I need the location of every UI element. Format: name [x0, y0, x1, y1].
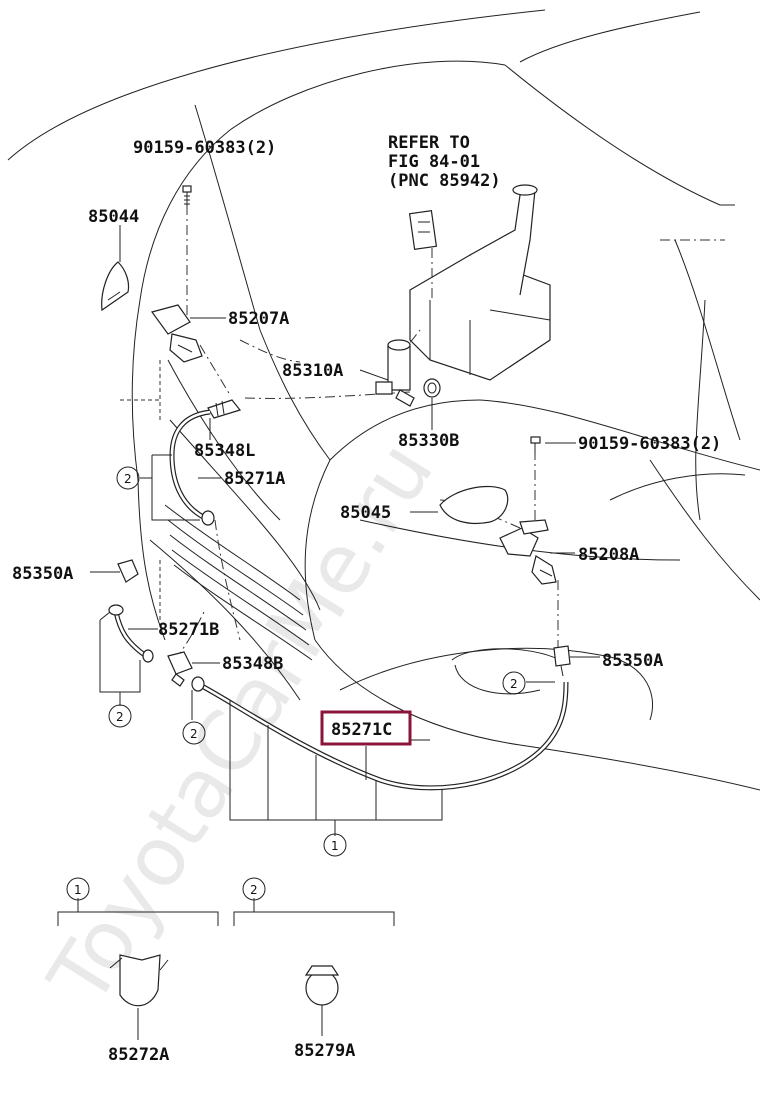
part-85045-cover[interactable] — [439, 485, 509, 525]
label-90159-upper: 90159-60383(2) — [133, 138, 276, 158]
label-leaders — [90, 225, 600, 780]
callout-1-bottom: 1 — [323, 833, 347, 857]
svg-text:2: 2 — [250, 883, 258, 897]
label-85271A[interactable]: 85271A — [224, 469, 285, 489]
label-85279A[interactable]: 85279A — [294, 1041, 355, 1061]
part-85271B-hose[interactable] — [99, 604, 154, 706]
part-85271C-hose[interactable] — [191, 676, 569, 836]
part-85271A-hose[interactable] — [169, 409, 215, 526]
label-85310A[interactable]: 85310A — [282, 361, 343, 381]
svg-text:1: 1 — [74, 883, 82, 897]
label-85044[interactable]: 85044 — [88, 207, 139, 227]
refer-note-line3: (PNC 85942) — [388, 171, 501, 191]
label-85350A-right[interactable]: 85350A — [602, 651, 663, 671]
refer-note-line1: REFER TO — [388, 133, 470, 153]
washer-tank — [409, 184, 551, 381]
bolt-90159-right[interactable] — [530, 436, 541, 455]
legend-callout-1: 1 — [66, 877, 90, 901]
part-85207A-nozzle[interactable] — [151, 304, 203, 363]
part-85279A-clamp[interactable] — [304, 965, 340, 1036]
label-85271C[interactable]: 85271C — [331, 720, 392, 740]
part-85208A-nozzle[interactable] — [499, 519, 557, 585]
callout-2-left-upper: 2 — [116, 466, 140, 490]
svg-text:1: 1 — [331, 839, 339, 853]
svg-text:2: 2 — [124, 472, 132, 486]
part-85310A-pump[interactable] — [375, 339, 415, 407]
svg-text:2: 2 — [116, 710, 124, 724]
bolt-90159-upper[interactable] — [182, 185, 192, 206]
part-85348B-connector[interactable] — [167, 651, 193, 687]
grille — [164, 504, 313, 661]
part-85350A-plug-right[interactable] — [553, 645, 571, 677]
part-85044-cap[interactable] — [101, 261, 130, 312]
label-85350A-left[interactable]: 85350A — [12, 564, 73, 584]
label-85271B[interactable]: 85271B — [158, 620, 219, 640]
label-85207A[interactable]: 85207A — [228, 309, 289, 329]
label-90159-right: 90159-60383(2) — [578, 434, 721, 454]
callout-2-mid: 2 — [182, 721, 206, 745]
label-85348B[interactable]: 85348B — [222, 654, 283, 674]
part-85330B-grommet[interactable] — [423, 378, 441, 398]
label-85045[interactable]: 85045 — [340, 503, 391, 523]
legend-callout-2: 2 — [242, 877, 266, 901]
highlight-85271C — [320, 710, 412, 746]
label-85272A[interactable]: 85272A — [108, 1045, 169, 1065]
svg-text:2: 2 — [510, 677, 518, 691]
refer-note-line2: FIG 84-01 — [388, 152, 480, 172]
svg-text:2: 2 — [190, 727, 198, 741]
callout-2-left-lower: 2 — [108, 704, 132, 728]
part-85348L-connector[interactable] — [207, 399, 242, 419]
label-85348L[interactable]: 85348L — [194, 441, 255, 461]
part-85272A-clip[interactable] — [109, 954, 169, 1040]
tank-bracket — [408, 209, 438, 251]
label-85208A[interactable]: 85208A — [578, 545, 639, 565]
part-85350A-plug-left[interactable] — [112, 559, 139, 583]
label-85330B[interactable]: 85330B — [398, 431, 459, 451]
callout-2-right: 2 — [502, 671, 526, 695]
